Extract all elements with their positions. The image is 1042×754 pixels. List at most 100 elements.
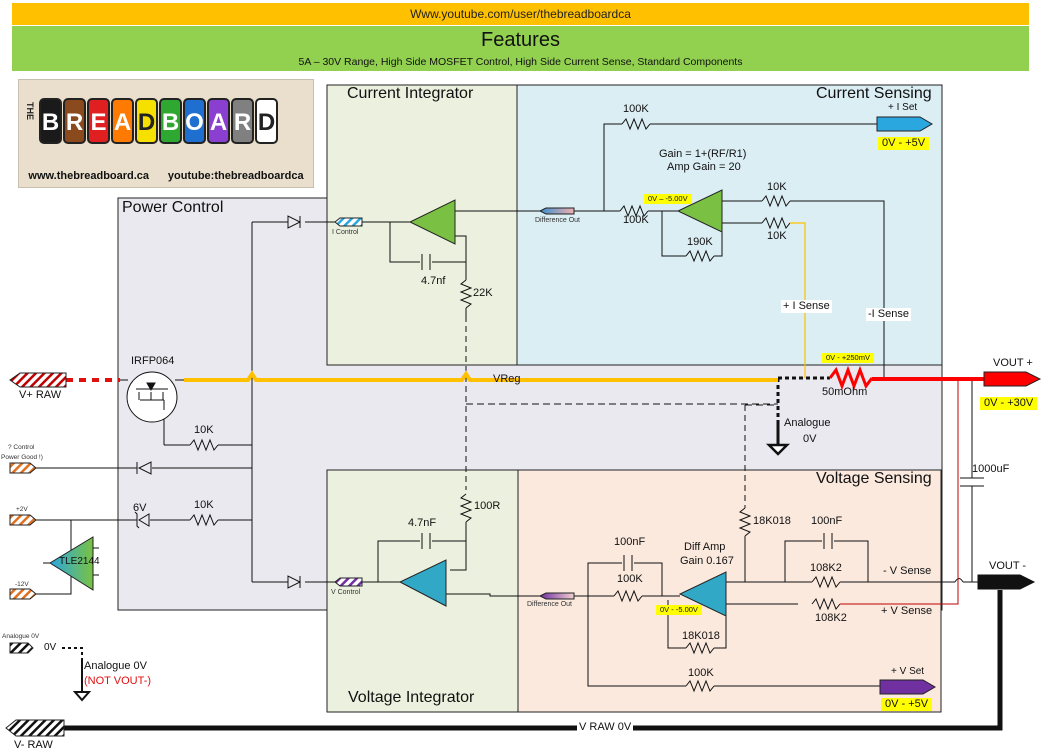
cap-right-label: 100nF xyxy=(811,515,843,527)
wire xyxy=(714,604,727,649)
v-set-range: 0V - +5V xyxy=(881,698,933,711)
vout-neg-connector xyxy=(977,574,1036,590)
vout-pos-range: 0V - +30V xyxy=(980,397,1038,410)
r-divider-label: 18K018 xyxy=(753,515,791,527)
resistor-icon xyxy=(619,204,649,218)
wire xyxy=(446,593,540,597)
vreg-label: VReg xyxy=(493,373,521,385)
wire xyxy=(603,123,622,211)
i-set-label: + I Set xyxy=(888,102,918,113)
wire xyxy=(432,540,467,571)
r-in-voltage-label: 100K xyxy=(617,573,643,585)
vsense-red-wire xyxy=(840,378,959,605)
url-banner: Www.youtube.com/user/thebreadboardca xyxy=(12,3,1029,25)
v-set-label: + V Set xyxy=(891,666,925,677)
analogue-0v-small-label: Analogue 0V xyxy=(2,633,40,640)
minus-i-sense-label: -I Sense xyxy=(866,308,911,321)
voltage-integrator-title: Voltage Integrator xyxy=(348,689,475,706)
tle2144-label: TLE2144 xyxy=(59,556,100,567)
diff-out-connector-voltage xyxy=(538,592,575,600)
resistor-icon xyxy=(613,589,643,603)
logo-letter: E xyxy=(87,98,110,144)
mosfet-label: IRFP064 xyxy=(131,355,175,367)
plus2v-label: +2V xyxy=(16,506,28,513)
resistor-icon xyxy=(685,641,715,655)
r22k-label: 22K xyxy=(473,287,493,299)
r-minus-label: 10K xyxy=(767,230,787,242)
opamp-range-voltage: 0V - -5.00V xyxy=(656,605,702,615)
wire xyxy=(667,600,686,649)
wire xyxy=(834,540,869,582)
logo-letter: B xyxy=(159,98,182,144)
resistor-icon xyxy=(189,513,219,527)
r-feedback-voltage-label: 18K018 xyxy=(682,630,720,642)
voltage-sensing-title: Voltage Sensing xyxy=(816,470,932,487)
r-set-label: 100K xyxy=(688,667,714,679)
wire xyxy=(661,211,686,257)
analogue-label: Analogue xyxy=(784,417,831,429)
resistor-icon xyxy=(685,679,715,693)
zero-v-label: 0V xyxy=(44,642,57,653)
logo-youtube: youtube:thebreadboardca xyxy=(167,170,304,182)
not-vout-label: (NOT VOUT-) xyxy=(84,675,152,687)
logo-letter: R xyxy=(231,98,254,144)
opamp-current-sense xyxy=(676,189,723,233)
wire xyxy=(377,540,420,582)
logo-website: www.thebreadboard.ca xyxy=(28,170,150,182)
opamp-diff-amp xyxy=(678,571,727,617)
r-plus-label: 10K xyxy=(767,181,787,193)
control-label-2: Power Good !) xyxy=(1,454,43,461)
r-zener-label: 10K xyxy=(194,499,214,511)
power-control-title: Power Control xyxy=(122,199,224,216)
diode-icon xyxy=(287,575,302,589)
analogue-0v-label: 0V xyxy=(803,433,817,445)
v-control-connector xyxy=(334,577,363,587)
i-control-label: I Control xyxy=(332,229,359,236)
diff-out-connector-current xyxy=(538,207,575,215)
logo-letter: D xyxy=(135,98,158,144)
i-set-range: 0V - +5V xyxy=(878,137,930,150)
diode-icon xyxy=(287,215,302,229)
v-raw-pos-connector xyxy=(9,372,67,388)
vout-pos-connector xyxy=(983,371,1042,387)
vreg-wire xyxy=(184,370,778,382)
opamp-tle2144 xyxy=(49,536,94,591)
resistor-icon xyxy=(459,493,473,523)
features-title: Features xyxy=(481,29,560,51)
mosfet-icon xyxy=(126,371,178,423)
wire xyxy=(634,562,663,596)
analogue-0v-connector xyxy=(9,642,34,654)
opamp-range-current: 0V – -5.00V xyxy=(644,194,692,204)
logo-the: THE xyxy=(25,102,35,120)
diff-gain-label: Gain 0.167 xyxy=(680,555,734,567)
i-control-connector xyxy=(334,217,363,227)
v-control-label: V Control xyxy=(331,589,361,596)
plus-v-sense-label: + V Sense xyxy=(881,605,933,617)
v-set-connector xyxy=(879,679,936,695)
plus-i-sense-label: + I Sense xyxy=(781,300,832,313)
ground-icon xyxy=(72,691,92,702)
r-top-label: 100K xyxy=(623,103,649,115)
wire xyxy=(36,520,72,595)
voltage-sensing-box xyxy=(517,469,942,713)
wire xyxy=(389,222,420,263)
r100r-label: 100R xyxy=(474,500,501,512)
opamp-current-integrator xyxy=(408,199,456,245)
logo-letter: D xyxy=(255,98,278,144)
resistor-icon xyxy=(811,575,841,589)
resistor-icon xyxy=(189,438,219,452)
cap-voltage-integrator: 4.7nF xyxy=(408,517,437,529)
resistor-icon xyxy=(459,279,473,309)
diff-out-label-voltage: Difference Out xyxy=(527,601,573,608)
v-raw-pos-label: V+ RAW xyxy=(19,389,62,401)
shunt-label: 50mOhm xyxy=(822,386,868,398)
ground-icon xyxy=(765,443,791,456)
vout-pos-label: VOUT + xyxy=(993,357,1033,369)
v-raw-0v-label: V RAW 0V xyxy=(577,721,634,733)
minus12v-connector xyxy=(9,588,37,600)
r-bottom-right-label: 108K2 xyxy=(815,612,847,624)
vraw-neg-wire xyxy=(64,590,1003,731)
zener-icon xyxy=(138,513,150,527)
wire xyxy=(587,562,622,596)
